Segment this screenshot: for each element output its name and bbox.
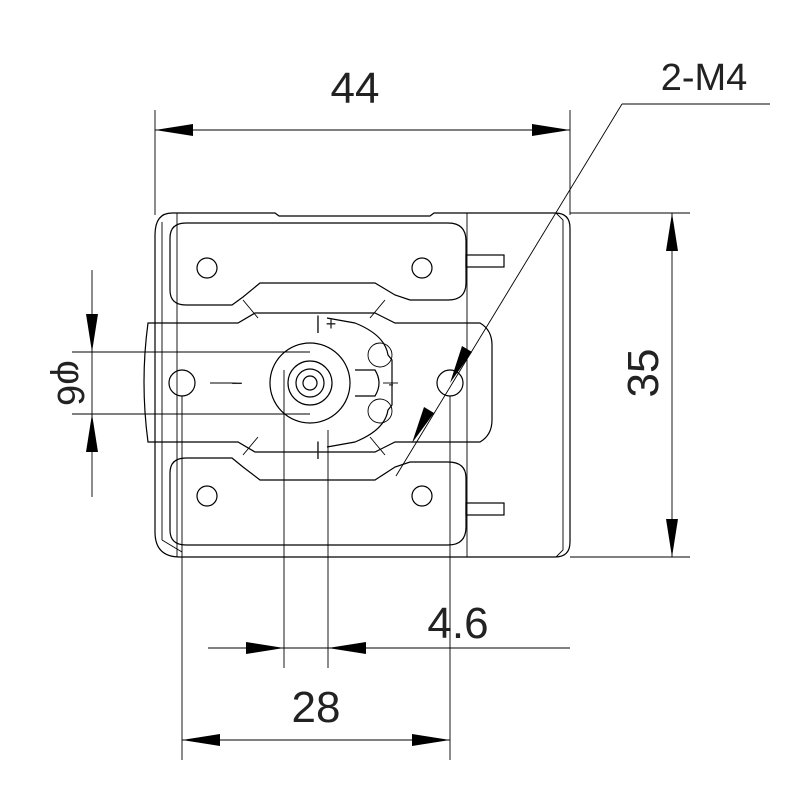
leader-arrow-lower-icon [412, 407, 434, 443]
m4-hole-left [168, 369, 196, 397]
terminal-marks: + − - | | [231, 313, 394, 459]
dimension-width-44: 44 [154, 64, 571, 215]
shaft-assembly [269, 317, 393, 448]
leader-arrow-upper-icon [450, 346, 472, 383]
mounting-hole-upper-left [196, 257, 218, 279]
mounting-plate [143, 312, 493, 453]
arrow-left-offset-icon [328, 642, 366, 654]
arrow-right-icon [532, 124, 570, 136]
dimension-shaft-diameter: φ6 [49, 270, 310, 497]
arrow-left-icon [155, 124, 193, 136]
bar-mark-bottom: | [316, 439, 321, 459]
switch-body [154, 212, 571, 558]
arrow-up-icon [666, 213, 678, 251]
shaft-boss [269, 342, 351, 424]
minus-mark-left: − [231, 373, 243, 395]
arrow-left-spacing-icon [182, 734, 220, 746]
shaft-outer [295, 368, 325, 398]
dimension-hole-spacing-28: 28 [181, 396, 451, 760]
dim-label-2-m4: 2-M4 [661, 57, 748, 99]
shaft-core [302, 375, 318, 391]
upper-contact-pad [169, 222, 505, 319]
lower-contact-pad [169, 436, 505, 546]
arrow-down-icon [666, 519, 678, 557]
dim-label-35: 35 [619, 349, 668, 398]
plus-mark: + [326, 314, 337, 334]
tab-lower-icon [465, 502, 505, 516]
dimension-height-35: 35 [570, 212, 690, 558]
minus-mark-right: - [388, 376, 393, 393]
dimension-thread-callout: 2-M4 [395, 57, 770, 477]
arrow-up-diameter-icon [86, 414, 98, 452]
dim-label-4-6: 4.6 [427, 599, 488, 648]
dim-label-phi6: φ6 [49, 360, 91, 406]
mounting-hole-lower-left [196, 485, 218, 507]
dimension-offset-4-6: 4.6 [208, 370, 570, 668]
dim-label-44: 44 [331, 64, 380, 113]
dim-label-28: 28 [292, 683, 341, 732]
mounting-hole-lower-right [411, 485, 433, 507]
arrow-right-offset-icon [246, 642, 284, 654]
mounting-hole-upper-right [411, 257, 433, 279]
bar-mark-top: | [316, 313, 321, 333]
shaft-collar [287, 360, 333, 406]
tab-upper-icon [465, 254, 505, 268]
arrow-down-diameter-icon [86, 314, 98, 352]
arrow-right-spacing-icon [412, 734, 450, 746]
